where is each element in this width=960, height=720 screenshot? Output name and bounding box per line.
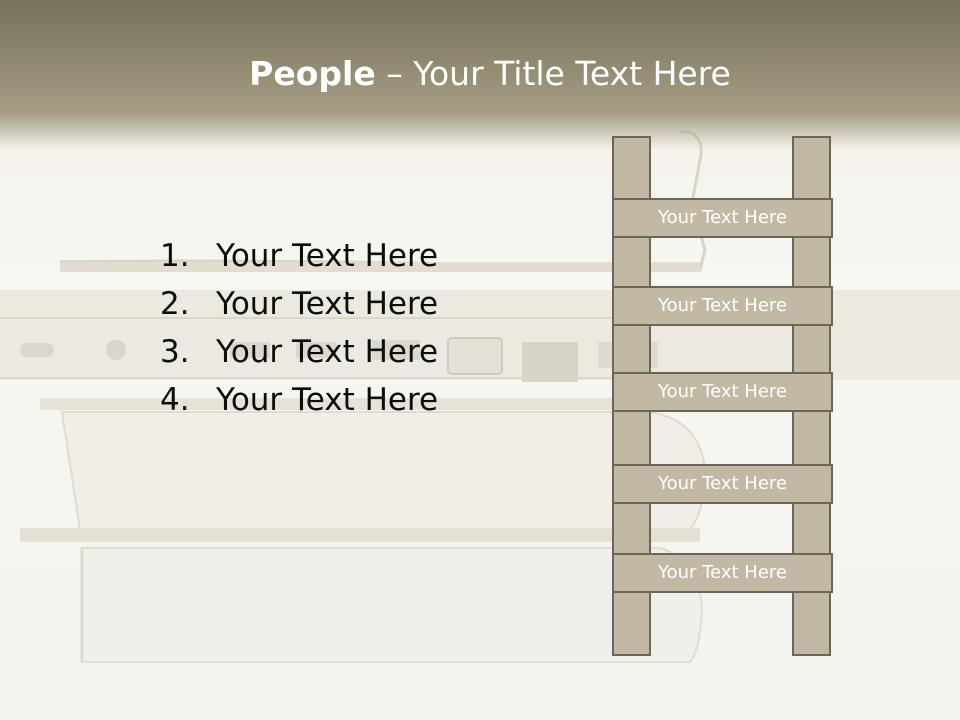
list-number: 1.: [160, 238, 190, 274]
ladder-rung: Your Text Here: [612, 464, 833, 504]
title-rest: – Your Title Text Here: [375, 54, 731, 93]
title-band: [0, 0, 960, 150]
list-item: 4. Your Text Here: [160, 376, 438, 424]
list-text: Your Text Here: [216, 286, 439, 322]
ladder-rung: Your Text Here: [612, 198, 833, 238]
ladder-rung: Your Text Here: [612, 553, 833, 593]
list-number: 2.: [160, 286, 190, 322]
list-text: Your Text Here: [216, 334, 439, 370]
list-item: 3. Your Text Here: [160, 328, 438, 376]
ladder-rung: Your Text Here: [612, 286, 833, 326]
numbered-list: 1. Your Text Here 2. Your Text Here 3. Your…: [160, 232, 438, 424]
list-item: 2. Your Text Here: [160, 280, 438, 328]
slide-title: People – Your Title Text Here: [0, 52, 960, 96]
ladder-rung: Your Text Here: [612, 372, 833, 412]
list-item: 1. Your Text Here: [160, 232, 438, 280]
list-text: Your Text Here: [216, 382, 439, 418]
list-number: 4.: [160, 382, 190, 418]
list-text: Your Text Here: [216, 238, 439, 274]
title-bold: People: [249, 54, 376, 93]
list-number: 3.: [160, 334, 190, 370]
